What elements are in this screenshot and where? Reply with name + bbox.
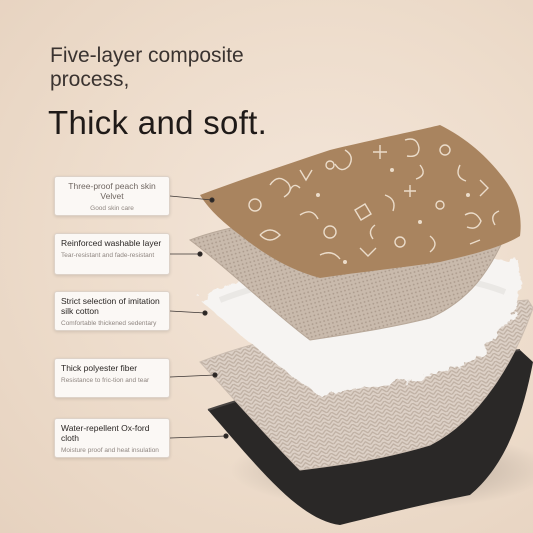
headline-intro: Five-layer composite process, xyxy=(50,44,350,92)
velvet-doodle-pattern xyxy=(248,138,500,260)
layer-4-title: Thick polyester fiber xyxy=(61,363,138,373)
headline-line-2: process, xyxy=(50,68,130,91)
layer-1-subtitle: Good skin care xyxy=(90,205,134,212)
layer-3-subtitle: Comfortable thickened sedentary xyxy=(61,320,157,327)
callout-card-cotton: Strict selection of imitation silk cotto… xyxy=(54,291,170,331)
layer-4-subtitle: Resistance to fric-tion and tear xyxy=(61,377,150,384)
layer-1-title: Three-proof peach skin Velvet xyxy=(68,181,156,201)
layer-5-subtitle: Moisture proof and heat insulation xyxy=(61,447,159,454)
layer-3-title: Strict selection of imitation silk cotto… xyxy=(61,296,160,316)
headline-line-1: Five-layer composite xyxy=(50,44,244,67)
callout-card-velvet: Three-proof peach skin Velvet Good skin … xyxy=(54,176,170,216)
callout-card-washable: Reinforced washable layer Tear-resistant… xyxy=(54,233,170,275)
layer-peach-velvet xyxy=(200,125,521,278)
layer-2-title: Reinforced washable layer xyxy=(61,238,162,248)
headline-main: Thick and soft. xyxy=(48,104,268,141)
callout-card-oxford: Water-repellent Ox-ford cloth Moisture p… xyxy=(54,418,170,458)
layer-5-title: Water-repellent Ox-ford cloth xyxy=(61,423,150,443)
callout-card-polyester: Thick polyester fiber Resistance to fric… xyxy=(54,358,170,398)
layer-2-subtitle: Tear-resistant and fade-resistant xyxy=(61,252,155,259)
callout-lines xyxy=(169,195,229,439)
